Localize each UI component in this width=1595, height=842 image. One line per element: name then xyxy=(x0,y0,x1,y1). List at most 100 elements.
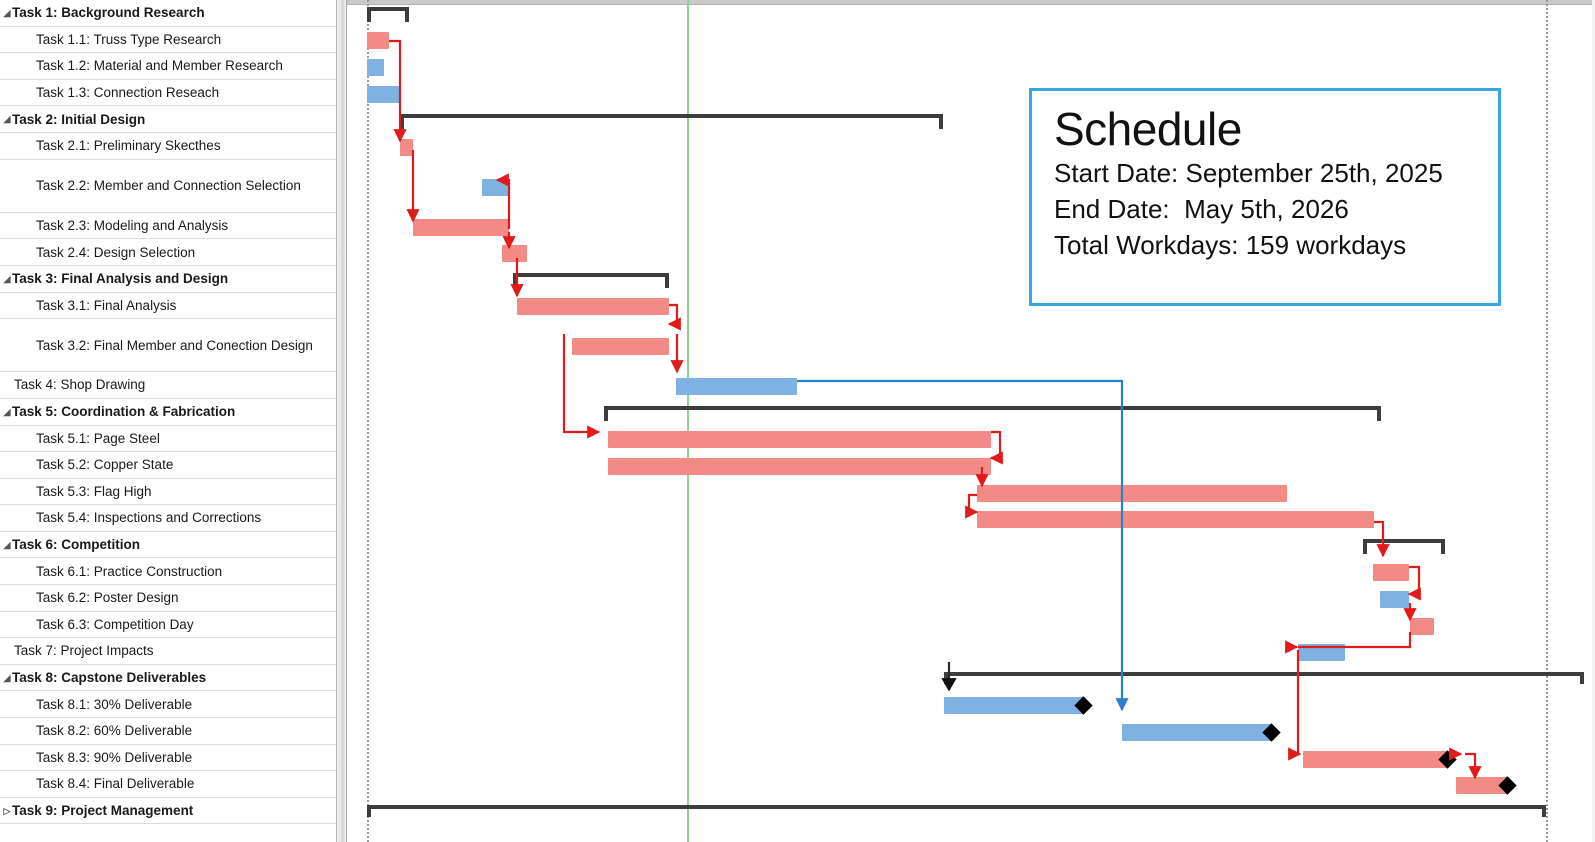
schedule-start: Start Date: September 25th, 2025 xyxy=(1054,157,1443,188)
summary-bar[interactable] xyxy=(513,273,669,289)
today-line xyxy=(687,0,689,842)
summary-bar[interactable] xyxy=(1363,539,1445,555)
pane-splitter[interactable] xyxy=(337,0,347,842)
task-label: Task 2: Initial Design xyxy=(12,111,146,127)
task-row-t2_4[interactable]: Task 2.4: Design Selection xyxy=(0,239,336,266)
schedule-end: End Date: May 5th, 2026 xyxy=(1054,193,1349,224)
task-row-t2[interactable]: ◢Task 2: Initial Design xyxy=(0,106,336,133)
task-row-t3_2[interactable]: Task 3.2: Final Member and Conection Des… xyxy=(0,319,336,373)
gantt-bar[interactable] xyxy=(400,138,413,156)
task-label: Task 5.4: Inspections and Corrections xyxy=(36,510,262,526)
task-label: Task 5.2: Copper State xyxy=(36,457,174,473)
gantt-bar[interactable] xyxy=(367,59,384,76)
summary-bar[interactable] xyxy=(400,113,943,129)
gantt-bar[interactable] xyxy=(1380,591,1409,608)
task-label: Task 3.1: Final Analysis xyxy=(36,297,177,313)
schedule-workdays: Total Workdays: 159 workdays xyxy=(1054,229,1407,260)
task-row-t6_2[interactable]: Task 6.2: Poster Design xyxy=(0,585,336,612)
disclosure-triangle-icon[interactable]: ◢ xyxy=(3,406,11,417)
task-label: Task 7: Project Impacts xyxy=(14,643,154,659)
task-label: Task 8.3: 90% Deliverable xyxy=(36,749,193,765)
gantt-bar[interactable] xyxy=(1298,644,1345,662)
gantt-bar[interactable] xyxy=(367,85,400,103)
task-row-t4[interactable]: Task 4: Shop Drawing xyxy=(0,372,336,399)
disclosure-triangle-icon[interactable]: ◢ xyxy=(3,7,11,18)
chart-right-edge xyxy=(1592,0,1595,842)
task-row-t3[interactable]: ◢Task 3: Final Analysis and Design xyxy=(0,266,336,293)
gantt-bar[interactable] xyxy=(1373,564,1409,582)
task-row-t8_2[interactable]: Task 8.2: 60% Deliverable xyxy=(0,718,336,745)
disclosure-triangle-icon[interactable]: ▷ xyxy=(3,805,11,816)
task-row-t1_2[interactable]: Task 1.2: Material and Member Research xyxy=(0,53,336,80)
task-row-t8_1[interactable]: Task 8.1: 30% Deliverable xyxy=(0,691,336,719)
task-row-t5_3[interactable]: Task 5.3: Flag High xyxy=(0,479,336,506)
task-label: Task 8.4: Final Deliverable xyxy=(36,776,195,792)
disclosure-triangle-icon[interactable]: ◢ xyxy=(3,672,11,683)
summary-bar-cap[interactable] xyxy=(1580,672,1584,685)
task-row-t9[interactable]: ▷Task 9: Project Management xyxy=(0,798,336,825)
task-label: Task 1: Background Research xyxy=(12,5,205,21)
task-label: Task 2.3: Modeling and Analysis xyxy=(36,217,229,233)
gantt-bar[interactable] xyxy=(367,32,389,50)
summary-bar[interactable] xyxy=(367,805,1546,810)
task-row-t8_4[interactable]: Task 8.4: Final Deliverable xyxy=(0,771,336,798)
gantt-bar[interactable] xyxy=(517,298,669,316)
gantt-bar[interactable] xyxy=(1456,777,1508,795)
task-label: Task 3: Final Analysis and Design xyxy=(12,271,229,287)
task-label: Task 5.3: Flag High xyxy=(36,483,152,499)
task-row-t5_4[interactable]: Task 5.4: Inspections and Corrections xyxy=(0,505,336,532)
gantt-chart-pane[interactable]: Schedule Start Date: September 25th, 202… xyxy=(337,0,1595,842)
summary-bar-cap[interactable] xyxy=(367,805,371,818)
task-row-t6[interactable]: ◢Task 6: Competition xyxy=(0,532,336,559)
task-row-t2_3[interactable]: Task 2.3: Modeling and Analysis xyxy=(0,213,336,240)
task-row-t8_3[interactable]: Task 8.3: 90% Deliverable xyxy=(0,745,336,772)
gantt-bar[interactable] xyxy=(1410,617,1434,635)
task-label: Task 3.2: Final Member and Conection Des… xyxy=(36,337,313,353)
gantt-bar[interactable] xyxy=(413,218,509,236)
gantt-bar[interactable] xyxy=(1122,724,1272,741)
task-label: Task 6: Competition xyxy=(12,537,141,553)
disclosure-triangle-icon[interactable]: ◢ xyxy=(3,273,11,284)
task-row-t2_2[interactable]: Task 2.2: Member and Connection Selectio… xyxy=(0,160,336,213)
summary-bar-cap[interactable] xyxy=(1542,805,1546,818)
gantt-bar[interactable] xyxy=(608,458,991,475)
summary-bar[interactable] xyxy=(604,406,1381,422)
gantt-bar[interactable] xyxy=(482,178,510,196)
task-row-t5[interactable]: ◢Task 5: Coordination & Fabrication xyxy=(0,399,336,426)
task-row-t5_2[interactable]: Task 5.2: Copper State xyxy=(0,452,336,479)
gantt-bar[interactable] xyxy=(977,511,1374,529)
gantt-bar[interactable] xyxy=(572,338,669,356)
summary-bar[interactable] xyxy=(367,7,409,23)
schedule-callout-box: Schedule Start Date: September 25th, 202… xyxy=(1029,88,1501,306)
task-row-t8[interactable]: ◢Task 8: Capstone Deliverables xyxy=(0,665,336,692)
summary-bar[interactable] xyxy=(944,672,1584,677)
task-row-t1_1[interactable]: Task 1.1: Truss Type Research xyxy=(0,27,336,54)
task-label: Task 2.2: Member and Connection Selectio… xyxy=(36,178,301,194)
task-row-t5_1[interactable]: Task 5.1: Page Steel xyxy=(0,426,336,453)
task-label: Task 1.3: Connection Reseach xyxy=(36,84,220,100)
disclosure-triangle-icon[interactable]: ◢ xyxy=(3,539,11,550)
gantt-bar[interactable] xyxy=(1303,750,1448,768)
gantt-bar[interactable] xyxy=(502,245,527,263)
gantt-bar[interactable] xyxy=(977,484,1287,502)
task-label: Task 5: Coordination & Fabrication xyxy=(12,404,236,420)
task-label: Task 8.1: 30% Deliverable xyxy=(36,696,193,712)
task-row-t1_3[interactable]: Task 1.3: Connection Reseach xyxy=(0,80,336,107)
task-label: Task 2.1: Preliminary Skecthes xyxy=(36,138,221,154)
task-row-t1[interactable]: ◢Task 1: Background Research xyxy=(0,0,336,27)
timeline-header-rule xyxy=(337,0,1595,5)
task-label: Task 6.3: Competition Day xyxy=(36,616,194,632)
disclosure-triangle-icon[interactable]: ◢ xyxy=(3,114,11,125)
task-row-t3_1[interactable]: Task 3.1: Final Analysis xyxy=(0,293,336,320)
task-row-t6_3[interactable]: Task 6.3: Competition Day xyxy=(0,612,336,639)
gantt-bar[interactable] xyxy=(608,431,991,449)
task-row-t6_1[interactable]: Task 6.1: Practice Construction xyxy=(0,558,336,586)
task-row-t7[interactable]: Task 7: Project Impacts xyxy=(0,638,336,665)
task-label: Task 9: Project Management xyxy=(12,802,194,818)
gantt-bar[interactable] xyxy=(944,697,1084,715)
gantt-bar[interactable] xyxy=(676,378,797,396)
task-label: Task 4: Shop Drawing xyxy=(14,377,146,393)
task-row-t2_1[interactable]: Task 2.1: Preliminary Skecthes xyxy=(0,133,336,160)
summary-bar-cap[interactable] xyxy=(944,672,948,685)
